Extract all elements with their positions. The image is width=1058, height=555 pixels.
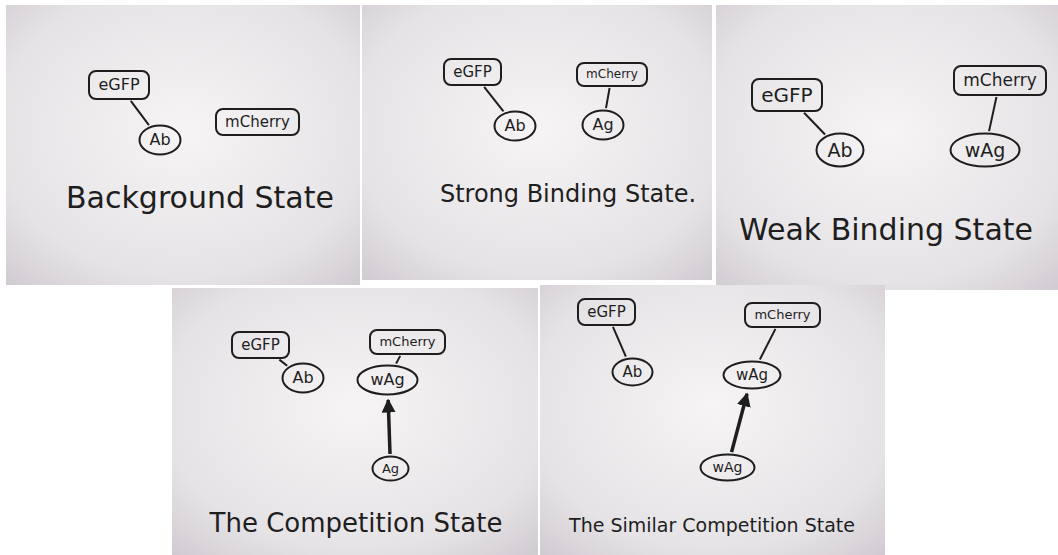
node-text: Ab: [493, 116, 537, 135]
protein-box: mCherry: [369, 329, 446, 355]
binding-ellipse: Ab: [281, 362, 325, 394]
paper-panel: [716, 5, 1058, 290]
node-text: Ag: [581, 115, 625, 134]
node-text: Ab: [281, 368, 325, 387]
binding-ellipse: Ag: [371, 455, 410, 482]
binding-ellipse: Ab: [138, 124, 182, 156]
binding-ellipse: Ag: [581, 109, 625, 141]
node-text: eGFP: [241, 336, 280, 354]
node-text: wAg: [699, 459, 756, 476]
binding-ellipse: Ab: [493, 110, 537, 142]
node-text: mCherry: [586, 67, 638, 81]
node-text: mCherry: [963, 70, 1037, 90]
competition-arrow: [732, 394, 747, 452]
protein-box: eGFP: [751, 78, 823, 112]
binding-ellipse: wAg: [699, 453, 756, 482]
fusion-link: [484, 87, 503, 112]
protein-box: eGFP: [577, 298, 636, 326]
node-text: wAg: [722, 366, 782, 384]
state-caption: The Competition State: [210, 508, 503, 539]
fusion-link: [760, 329, 776, 360]
node-text: mCherry: [225, 113, 290, 131]
node-text: Ab: [815, 139, 865, 162]
binding-ellipse: Ab: [611, 357, 654, 387]
state-caption: The Similar Competition State: [569, 514, 855, 537]
protein-box: eGFP: [231, 331, 290, 359]
node-text: eGFP: [761, 83, 813, 107]
protein-box: mCherry: [215, 108, 300, 136]
binding-ellipse: Ab: [815, 132, 865, 168]
node-text: wAg: [949, 139, 1021, 162]
protein-box: mCherry: [744, 302, 821, 328]
node-text: eGFP: [453, 63, 492, 81]
protein-box: mCherry: [576, 62, 648, 87]
paper-panel: [540, 285, 885, 555]
paper-panel: [6, 5, 360, 285]
node-text: Ag: [371, 461, 410, 477]
node-text: wAg: [356, 370, 419, 389]
fusion-link: [396, 356, 400, 364]
protein-box: eGFP: [443, 58, 502, 86]
competition-arrow: [388, 400, 390, 454]
node-text: Ab: [611, 363, 654, 381]
paper-panel: [172, 288, 538, 555]
paper-panel: [362, 5, 712, 280]
binding-ellipse: wAg: [949, 132, 1021, 168]
fusion-link: [279, 360, 287, 366]
node-text: Ab: [138, 130, 182, 149]
node-text: mCherry: [379, 334, 436, 350]
node-text: eGFP: [587, 303, 626, 321]
protein-box: eGFP: [88, 70, 150, 100]
node-text: eGFP: [98, 75, 140, 94]
fusion-link: [131, 101, 149, 125]
node-text: mCherry: [754, 307, 811, 323]
fusion-link: [989, 97, 996, 131]
state-caption: Background State: [66, 180, 334, 216]
binding-ellipse: wAg: [722, 360, 782, 390]
fusion-link: [606, 88, 610, 108]
protein-box: mCherry: [953, 65, 1047, 96]
state-caption: Weak Binding State: [739, 212, 1033, 248]
fusion-link: [804, 113, 825, 135]
fusion-link: [613, 327, 626, 357]
state-caption: Strong Binding State.: [440, 180, 696, 209]
binding-ellipse: wAg: [356, 364, 419, 396]
